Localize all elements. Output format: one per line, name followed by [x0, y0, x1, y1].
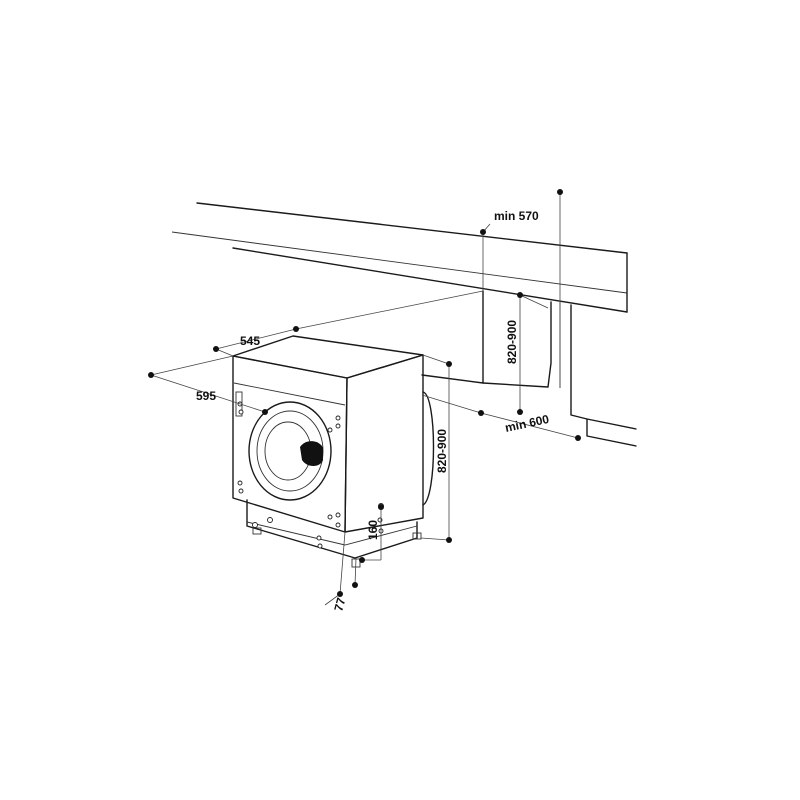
label-niche-height: 820-900 — [505, 320, 519, 364]
dimension-lines — [150, 192, 579, 606]
label-depth-545: 545 — [240, 334, 260, 348]
door-handle — [300, 441, 323, 467]
niche-cabinet — [421, 290, 637, 447]
label-min-600: min 600 — [504, 412, 551, 435]
washing-machine — [232, 335, 435, 568]
label-setback-77: 77 — [331, 596, 348, 613]
worktop — [171, 202, 628, 313]
label-width-595: 595 — [196, 389, 216, 403]
dimension-markers — [148, 189, 581, 597]
label-plinth-160: 160 — [366, 520, 380, 540]
label-min-570: min 570 — [494, 209, 539, 223]
label-appliance-height: 820-900 — [435, 429, 449, 473]
